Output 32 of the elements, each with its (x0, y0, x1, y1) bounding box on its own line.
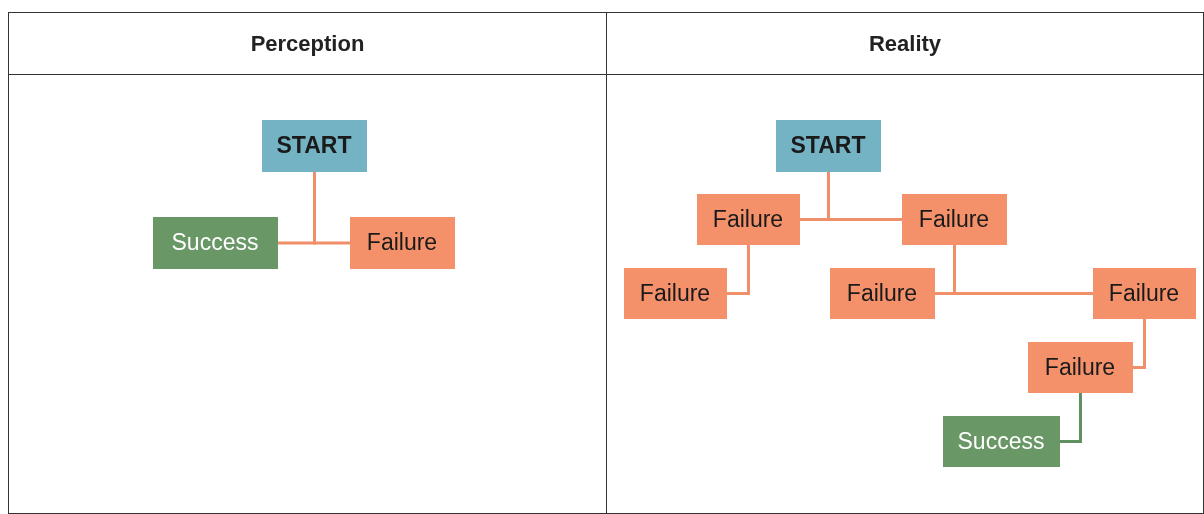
connector-line (1133, 319, 1146, 369)
box-label: START (276, 132, 352, 159)
column-header: Reality (868, 30, 942, 57)
box-label: Failure (846, 279, 918, 307)
connector-line (953, 245, 1093, 295)
box-label: Success (957, 427, 1045, 455)
box-label: Failure (639, 279, 711, 307)
box-label: Failure (1044, 353, 1116, 381)
box-label: Failure (1108, 279, 1180, 307)
table-panel (8, 12, 607, 514)
failure-box (1092, 267, 1196, 319)
start-box (261, 119, 367, 172)
failure-box (901, 193, 1007, 245)
connector-line (1060, 393, 1082, 443)
failure-box (829, 267, 935, 319)
failure-box (349, 216, 455, 269)
success-box (942, 415, 1060, 467)
box-label: Failure (366, 229, 438, 256)
table-panel (606, 12, 1204, 514)
box-label: Success (171, 229, 259, 256)
column-header: Perception (250, 30, 365, 57)
start-box (775, 119, 881, 172)
connector-line (727, 245, 750, 295)
box-label: Failure (712, 205, 784, 233)
connector-line (827, 172, 902, 221)
box-label: START (790, 132, 866, 159)
failure-box (623, 267, 727, 319)
failure-box (696, 193, 800, 245)
box-label: Failure (918, 205, 990, 233)
connector-line (313, 172, 350, 245)
success-box (152, 216, 278, 269)
failure-box (1027, 341, 1133, 393)
